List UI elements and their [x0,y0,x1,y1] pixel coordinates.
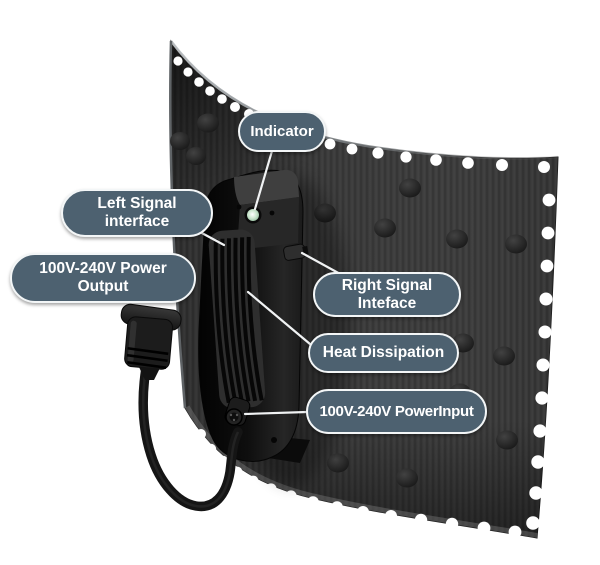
magnet-bumps [170,113,527,488]
indicator-led [244,206,262,224]
leader-right-signal [300,251,344,277]
control-box [198,169,310,463]
leader-left-signal [198,230,226,247]
callout-power-output: 100V-240V Power Output [10,253,196,303]
box-top-face [234,169,299,205]
leader-power-input [243,410,309,416]
leader-lines [198,149,344,416]
heat-fins [208,229,266,409]
callout-heat-dissipation: Heat Dissipation [308,333,459,373]
leader-indicator [253,149,274,211]
mounting-holes [173,56,556,539]
callout-left-signal-interface: Left Signal interface [61,189,213,237]
power-cable [138,363,243,512]
callout-right-signal-interface: Right Signal Inteface [313,272,461,317]
leader-heat-dissipation [246,290,312,346]
power-input-connector [224,396,251,426]
box-screw [269,210,275,216]
callout-power-input: 100V-240V PowerInput [306,389,487,434]
right-signal-connector [283,243,309,261]
dc-plug [120,303,182,380]
callout-indicator: Indicator [238,111,326,152]
box-screw [271,437,277,443]
box-screw [236,204,242,210]
